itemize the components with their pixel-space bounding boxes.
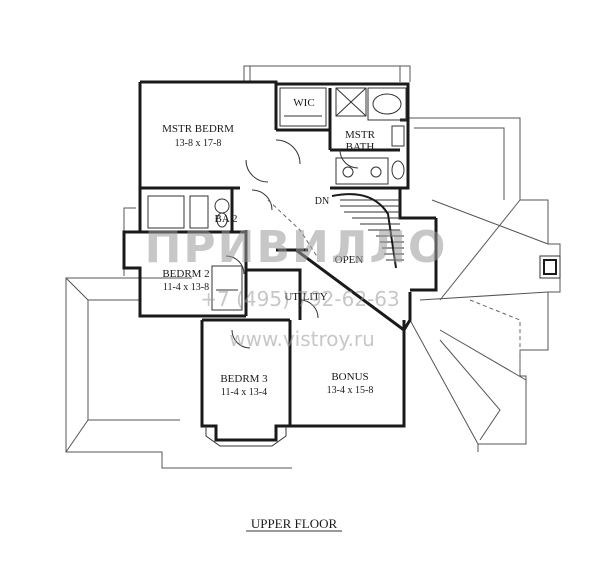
stair-treads	[331, 193, 404, 269]
open-label: OPEN	[335, 254, 364, 266]
bedroom2-size: 11-4 x 13-8	[163, 282, 209, 293]
fixtures	[147, 87, 407, 447]
bonus-size: 13-4 x 15-8	[327, 385, 374, 396]
bedroom2-name: BEDRM 2	[162, 268, 209, 280]
stair-down-label: DN	[315, 196, 329, 207]
utility-label: UTILITY	[284, 291, 327, 303]
bath2-label: BA 2	[215, 213, 238, 225]
master-bedroom-name: MSTR BEDRM	[162, 123, 234, 135]
bonus-name: BONUS	[331, 371, 368, 383]
watermark-site: www.vistroy.ru	[229, 327, 375, 351]
floor-caption: UPPER FLOOR	[251, 516, 338, 531]
watermark-brand: ПРИВИЛЛО	[145, 222, 448, 273]
room-labels: MSTR BEDRM 13-8 x 17-8 WIC MSTR BATH DN …	[162, 97, 376, 398]
master-bath-label-1: MSTR	[345, 129, 376, 141]
walls	[122, 80, 438, 442]
watermark-phone: +7 (495) 792-62-63	[200, 287, 399, 311]
watermark: ПРИВИЛЛО +7 (495) 792-62-63 www.vistroy.…	[145, 222, 448, 351]
wic-label: WIC	[293, 97, 314, 109]
bedroom3-size: 11-4 x 13-4	[221, 387, 267, 398]
roof-outline	[65, 65, 561, 469]
bedroom3-name: BEDRM 3	[220, 373, 268, 385]
master-bath-label-2: BATH	[346, 141, 375, 153]
master-bedroom-size: 13-8 x 17-8	[175, 138, 222, 149]
